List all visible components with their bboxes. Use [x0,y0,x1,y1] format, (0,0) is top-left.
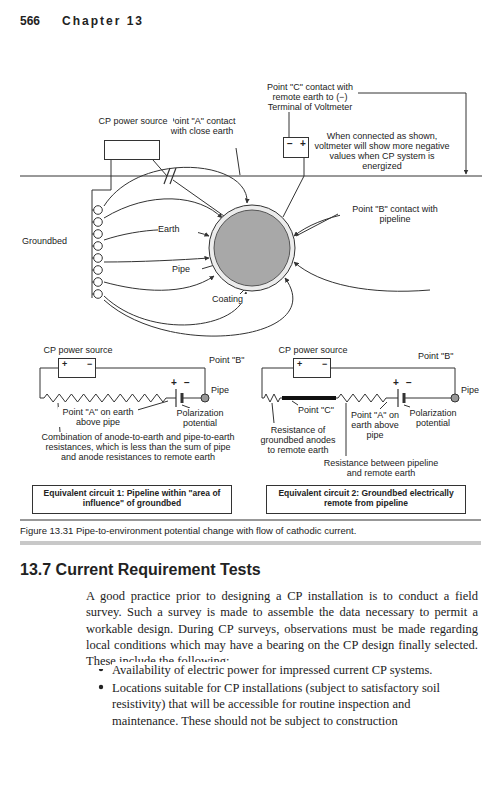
wire [153,160,224,216]
anode [94,230,103,239]
pipe-coating [209,205,295,291]
callout-label: Polarization potential [172,408,228,428]
earth-surface [20,176,482,177]
cell-plate [175,389,176,407]
polarity-sign: − [87,359,92,369]
cell-plate [403,393,406,403]
part-name: Pipe [172,264,202,274]
wire [283,158,304,217]
leader-line [272,403,274,423]
callout-label: Point "B" [418,351,462,361]
power-source-box: CP power source+− [58,358,96,378]
break-mark [164,168,176,184]
chapter-label: Chapter 13 [62,14,202,30]
note: When connected as shown, voltmeter will … [312,131,452,172]
polarity-sign: + [297,359,302,369]
power-source-box: CP power source [104,140,160,160]
polarity-sign: − [322,359,327,369]
page-number: 566 [20,14,60,30]
polarity-sign: + [62,359,67,369]
leader-line [380,402,387,409]
box-heading: CP power source [38,345,118,355]
callout-label: Resistance of groundbed anodes to remote… [258,425,338,455]
wire [262,368,293,398]
part-name: Pipe [211,385,241,395]
rule [20,520,481,521]
callout-label: Point "B" contact with pipeline [340,204,450,224]
resistor-symbols [44,394,386,402]
bullet-item: Locations suitable for CP installations … [112,680,478,729]
figure-caption: Figure 13.31 Pipe-to-environment potenti… [20,525,480,536]
box-text: Equivalent circuit 1: Pipeline within "a… [39,489,225,508]
rule [20,541,481,545]
power-source-box: CP power source+− [293,358,331,378]
anode [94,266,103,275]
leader-line [346,403,347,456]
part-name: Groundbed [22,236,82,246]
callout-label: Point "A" on earth above pipe [58,407,138,427]
resistor-symbol [338,394,386,402]
polarity-sign: − [287,138,293,149]
anode [94,254,103,263]
resistor-symbol [44,394,166,402]
wire [92,160,111,205]
section-heading: 13.7 Current Requirement Tests [20,560,440,581]
callout-label: Point "C" [298,405,342,415]
current-flow [104,167,430,336]
wire [40,368,58,398]
pipe [214,210,290,286]
polarity-sign: + [393,377,403,388]
callout-label: Point "C" contact with remote earth to (… [262,82,358,112]
pipe-terminal [451,394,459,402]
wire [336,398,451,399]
bullet-item: Availability of electric power for impre… [112,662,478,678]
polarity-sign: − [406,377,416,388]
polarity-sign: + [171,377,181,388]
cell-plate [181,393,184,403]
caption-box: Equivalent circuit 2: Groundbed electric… [266,485,466,514]
resistor-symbol [264,394,280,402]
bullet [99,685,103,689]
callout-label: Resistance between pipeline and remote e… [318,458,444,478]
part-name: Pipe [461,385,491,395]
leader-line [404,405,410,407]
callout-label: Point "A" contact with close earth [166,116,238,136]
voltmeter-box: −+ [283,137,309,158]
callout-label: Polarization potential [405,408,461,428]
pipe-terminal [201,394,209,402]
wire [289,112,290,137]
wire [96,368,205,394]
polarity-sign: − [184,377,194,388]
part-name: Earth [158,224,198,234]
box-heading: CP power source [93,116,173,126]
part-name: Coating [212,294,257,304]
box-heading: CP power source [273,345,353,355]
anode [94,206,103,215]
groundbed-bar [282,396,336,400]
groundbed-anodes [92,206,102,299]
groundbed-lead [92,205,93,298]
leader-line [236,148,240,175]
polarity-sign: + [300,138,306,149]
callout-label: Point "A" on earth above pipe [350,410,400,440]
anode [94,278,103,287]
caption-box: Equivalent circuit 1: Pipeline within "a… [32,485,232,514]
box-text: Equivalent circuit 2: Groundbed electric… [273,489,459,508]
wire [331,368,455,394]
callout-label: Point "B" [209,355,253,365]
anode [94,290,103,299]
cell-plate [397,389,398,407]
anode [94,242,103,251]
body-paragraph: A good practice prior to designing a CP … [86,588,478,669]
note: Combination of anode-to-earth and pipe-t… [38,432,238,462]
anode [94,218,103,227]
